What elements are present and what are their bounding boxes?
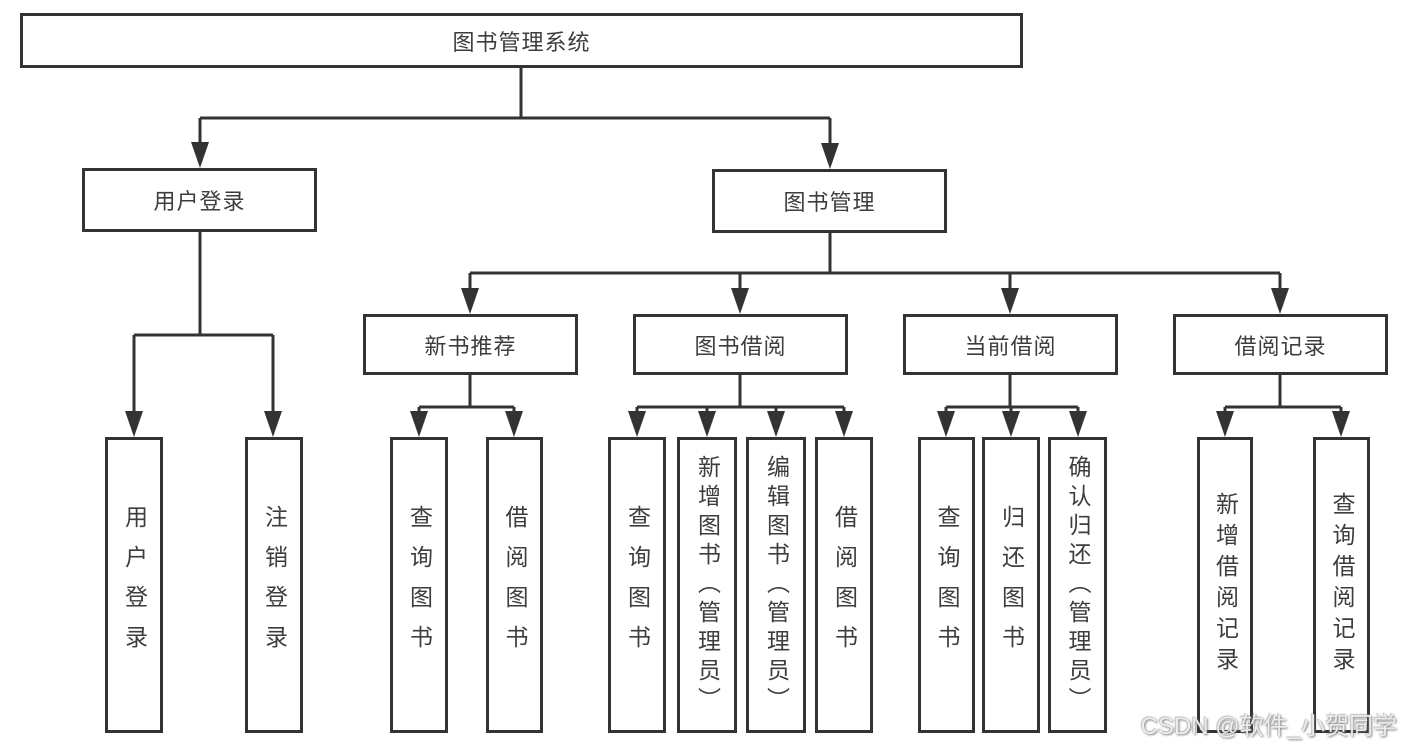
node-label: 借阅图书 [502,505,528,665]
arrowhead [835,411,853,437]
node-query-borrow-record: 查询借阅记录 [1313,437,1370,733]
connectors-new-book-recommend [410,375,523,437]
arrowhead [410,411,428,437]
node-logout: 注销登录 [245,437,303,733]
connectors-book-management [461,233,1289,314]
arrowhead [1332,411,1350,437]
node-label: 查询图书 [406,505,433,665]
arrowhead [698,411,716,437]
node-new-book-recommend: 新书推荐 [363,314,578,375]
node-borrow-records: 借阅记录 [1173,314,1388,375]
arrowhead [821,143,839,169]
node-label: 查询借阅记录 [1329,492,1355,678]
arrowhead [1216,411,1234,437]
connectors-borrow-records [1216,375,1350,437]
node-edit-book-admin: 编辑图书（管理员） [746,437,806,733]
node-add-book-admin: 新增图书（管理员） [677,437,737,733]
node-label: 新增图书（管理员） [694,454,721,716]
arrowhead [1271,288,1289,314]
node-current-borrow: 当前借阅 [903,314,1118,375]
node-library-system: 图书管理系统 [20,13,1023,68]
node-label: 借阅图书 [831,505,858,665]
node-add-borrow-record: 新增借阅记录 [1197,437,1253,733]
arrowhead [1069,411,1087,437]
node-query-books-borrow: 查询图书 [608,437,666,733]
node-label: 图书借阅 [694,333,787,359]
arrowhead [937,411,955,437]
arrowhead [767,411,785,437]
node-label: 确认归还（管理员） [1065,454,1091,716]
node-book-borrow: 图书借阅 [633,314,848,375]
node-label: 新书推荐 [424,333,517,359]
node-user-login-leaf: 用户登录 [105,437,163,733]
node-label: 图书管理系统 [452,29,591,55]
node-return-books: 归还图书 [982,437,1040,733]
connectors-current-borrow [937,375,1087,437]
arrowhead [505,411,523,437]
node-label: 用户登录 [121,505,148,665]
arrowhead [1001,288,1019,314]
node-borrow-books-leaf: 借阅图书 [815,437,873,733]
connectors-user-login [125,232,282,437]
node-label: 查询图书 [624,505,651,665]
node-label: 新增借阅记录 [1212,492,1239,678]
node-book-management: 图书管理 [712,169,947,233]
node-label: 借阅记录 [1234,333,1327,359]
node-label: 图书管理 [783,190,876,215]
node-query-books-current: 查询图书 [918,437,975,733]
arrowhead [191,142,209,168]
node-user-login: 用户登录 [82,168,317,232]
arrowhead [1002,411,1020,437]
arrowhead [264,411,282,437]
node-borrow-books-recommend: 借阅图书 [486,437,543,733]
connectors-root [191,68,839,169]
node-label: 归还图书 [998,505,1025,665]
node-query-books-recommend: 查询图书 [390,437,448,733]
node-label: 编辑图书（管理员） [763,454,790,716]
arrowhead [125,411,143,437]
node-label: 当前借阅 [964,333,1057,359]
watermark: CSDN @软件_小贺同学 [1140,713,1397,740]
node-confirm-return-admin: 确认归还（管理员） [1048,437,1107,733]
connectors-book-borrow [628,375,853,437]
arrowhead [628,411,646,437]
arrowhead [461,288,479,314]
node-label: 注销登录 [261,505,288,665]
node-label: 查询图书 [934,505,960,665]
arrowhead [731,288,749,314]
node-label: 用户登录 [153,189,246,214]
